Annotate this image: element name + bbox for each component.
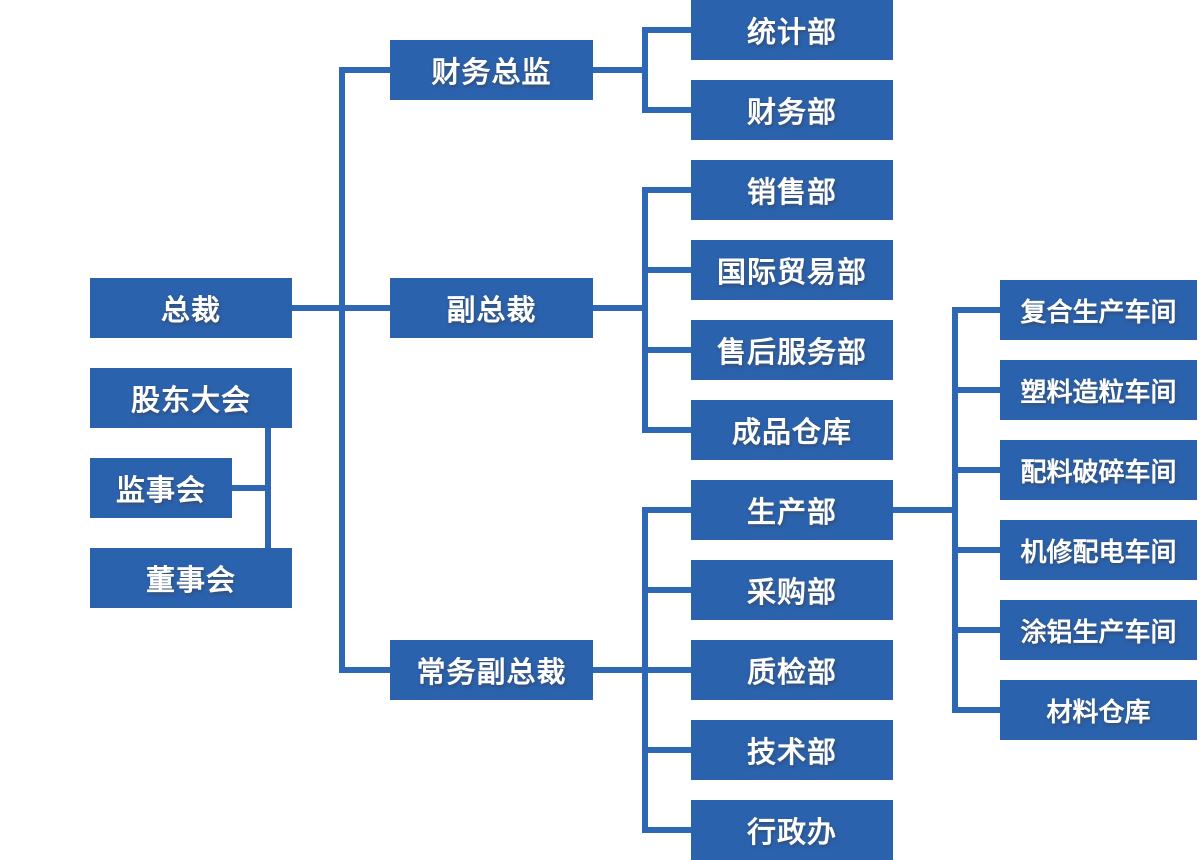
org-node-international-trade-dept: 国际贸易部 — [691, 240, 893, 300]
org-node-executive-vice-president: 常务副总裁 — [390, 640, 593, 700]
connector-finished-goods-in — [642, 427, 691, 433]
org-node-administration-office: 行政办 — [691, 800, 893, 860]
org-node-finished-goods-warehouse: 成品仓库 — [691, 400, 893, 460]
connector-aluminum-in — [952, 627, 1000, 633]
connector-machine-repair-in — [952, 547, 1000, 553]
connector-cfo-in — [339, 67, 390, 73]
connector-purchasing-in — [642, 587, 691, 593]
connector-cfo-out — [593, 67, 648, 73]
org-node-machine-repair-power-workshop: 机修配电车间 — [1000, 520, 1197, 580]
connector-international-trade-in — [642, 267, 691, 273]
connector-composite-in — [952, 307, 1000, 313]
org-node-board-of-directors: 董事会 — [90, 548, 292, 608]
connector-sales-in — [642, 187, 691, 193]
org-node-purchasing-dept: 采购部 — [691, 560, 893, 620]
connector-main-trunk — [339, 67, 345, 673]
connector-material-warehouse-in — [952, 707, 1000, 713]
connector-supervisory-in — [232, 485, 271, 491]
connector-technology-in — [642, 747, 691, 753]
connector-statistics-in — [642, 27, 691, 33]
org-node-statistics-dept: 统计部 — [691, 0, 893, 60]
org-node-plastic-granulation-workshop: 塑料造粒车间 — [1000, 360, 1197, 420]
connector-crushing-in — [952, 467, 1000, 473]
connector-vp-out — [593, 305, 648, 311]
org-node-shareholders-meeting: 股东大会 — [90, 368, 292, 428]
connector-vp-children-trunk — [642, 187, 648, 433]
org-node-production-dept: 生产部 — [691, 480, 893, 540]
org-node-aluminum-coating-workshop: 涂铝生产车间 — [1000, 600, 1197, 660]
connector-quality-in — [642, 667, 691, 673]
org-node-sales-dept: 销售部 — [691, 160, 893, 220]
org-node-president: 总裁 — [90, 278, 292, 338]
connector-administration-in — [642, 827, 691, 833]
connector-finance-in — [642, 107, 691, 113]
connector-production-out — [893, 507, 955, 513]
connector-evp-out — [593, 667, 648, 673]
org-node-vice-president: 副总裁 — [390, 278, 593, 338]
org-node-material-warehouse: 材料仓库 — [1000, 680, 1197, 740]
org-node-cfo: 财务总监 — [390, 40, 593, 100]
connector-cfo-children-trunk — [642, 27, 648, 113]
connector-evp-in — [339, 667, 390, 673]
connector-president-feed — [292, 305, 390, 311]
connector-after-sales-in — [642, 347, 691, 353]
connector-production-children-trunk — [952, 307, 958, 713]
org-node-technology-dept: 技术部 — [691, 720, 893, 780]
org-node-composite-production-workshop: 复合生产车间 — [1000, 280, 1197, 340]
org-node-finance-dept: 财务部 — [691, 80, 893, 140]
org-node-material-crushing-workshop: 配料破碎车间 — [1000, 440, 1197, 500]
org-node-after-sales-service-dept: 售后服务部 — [691, 320, 893, 380]
org-node-quality-inspection-dept: 质检部 — [691, 640, 893, 700]
connector-production-in — [642, 507, 691, 513]
org-node-supervisory-board: 监事会 — [90, 458, 232, 518]
connector-plastic-in — [952, 387, 1000, 393]
